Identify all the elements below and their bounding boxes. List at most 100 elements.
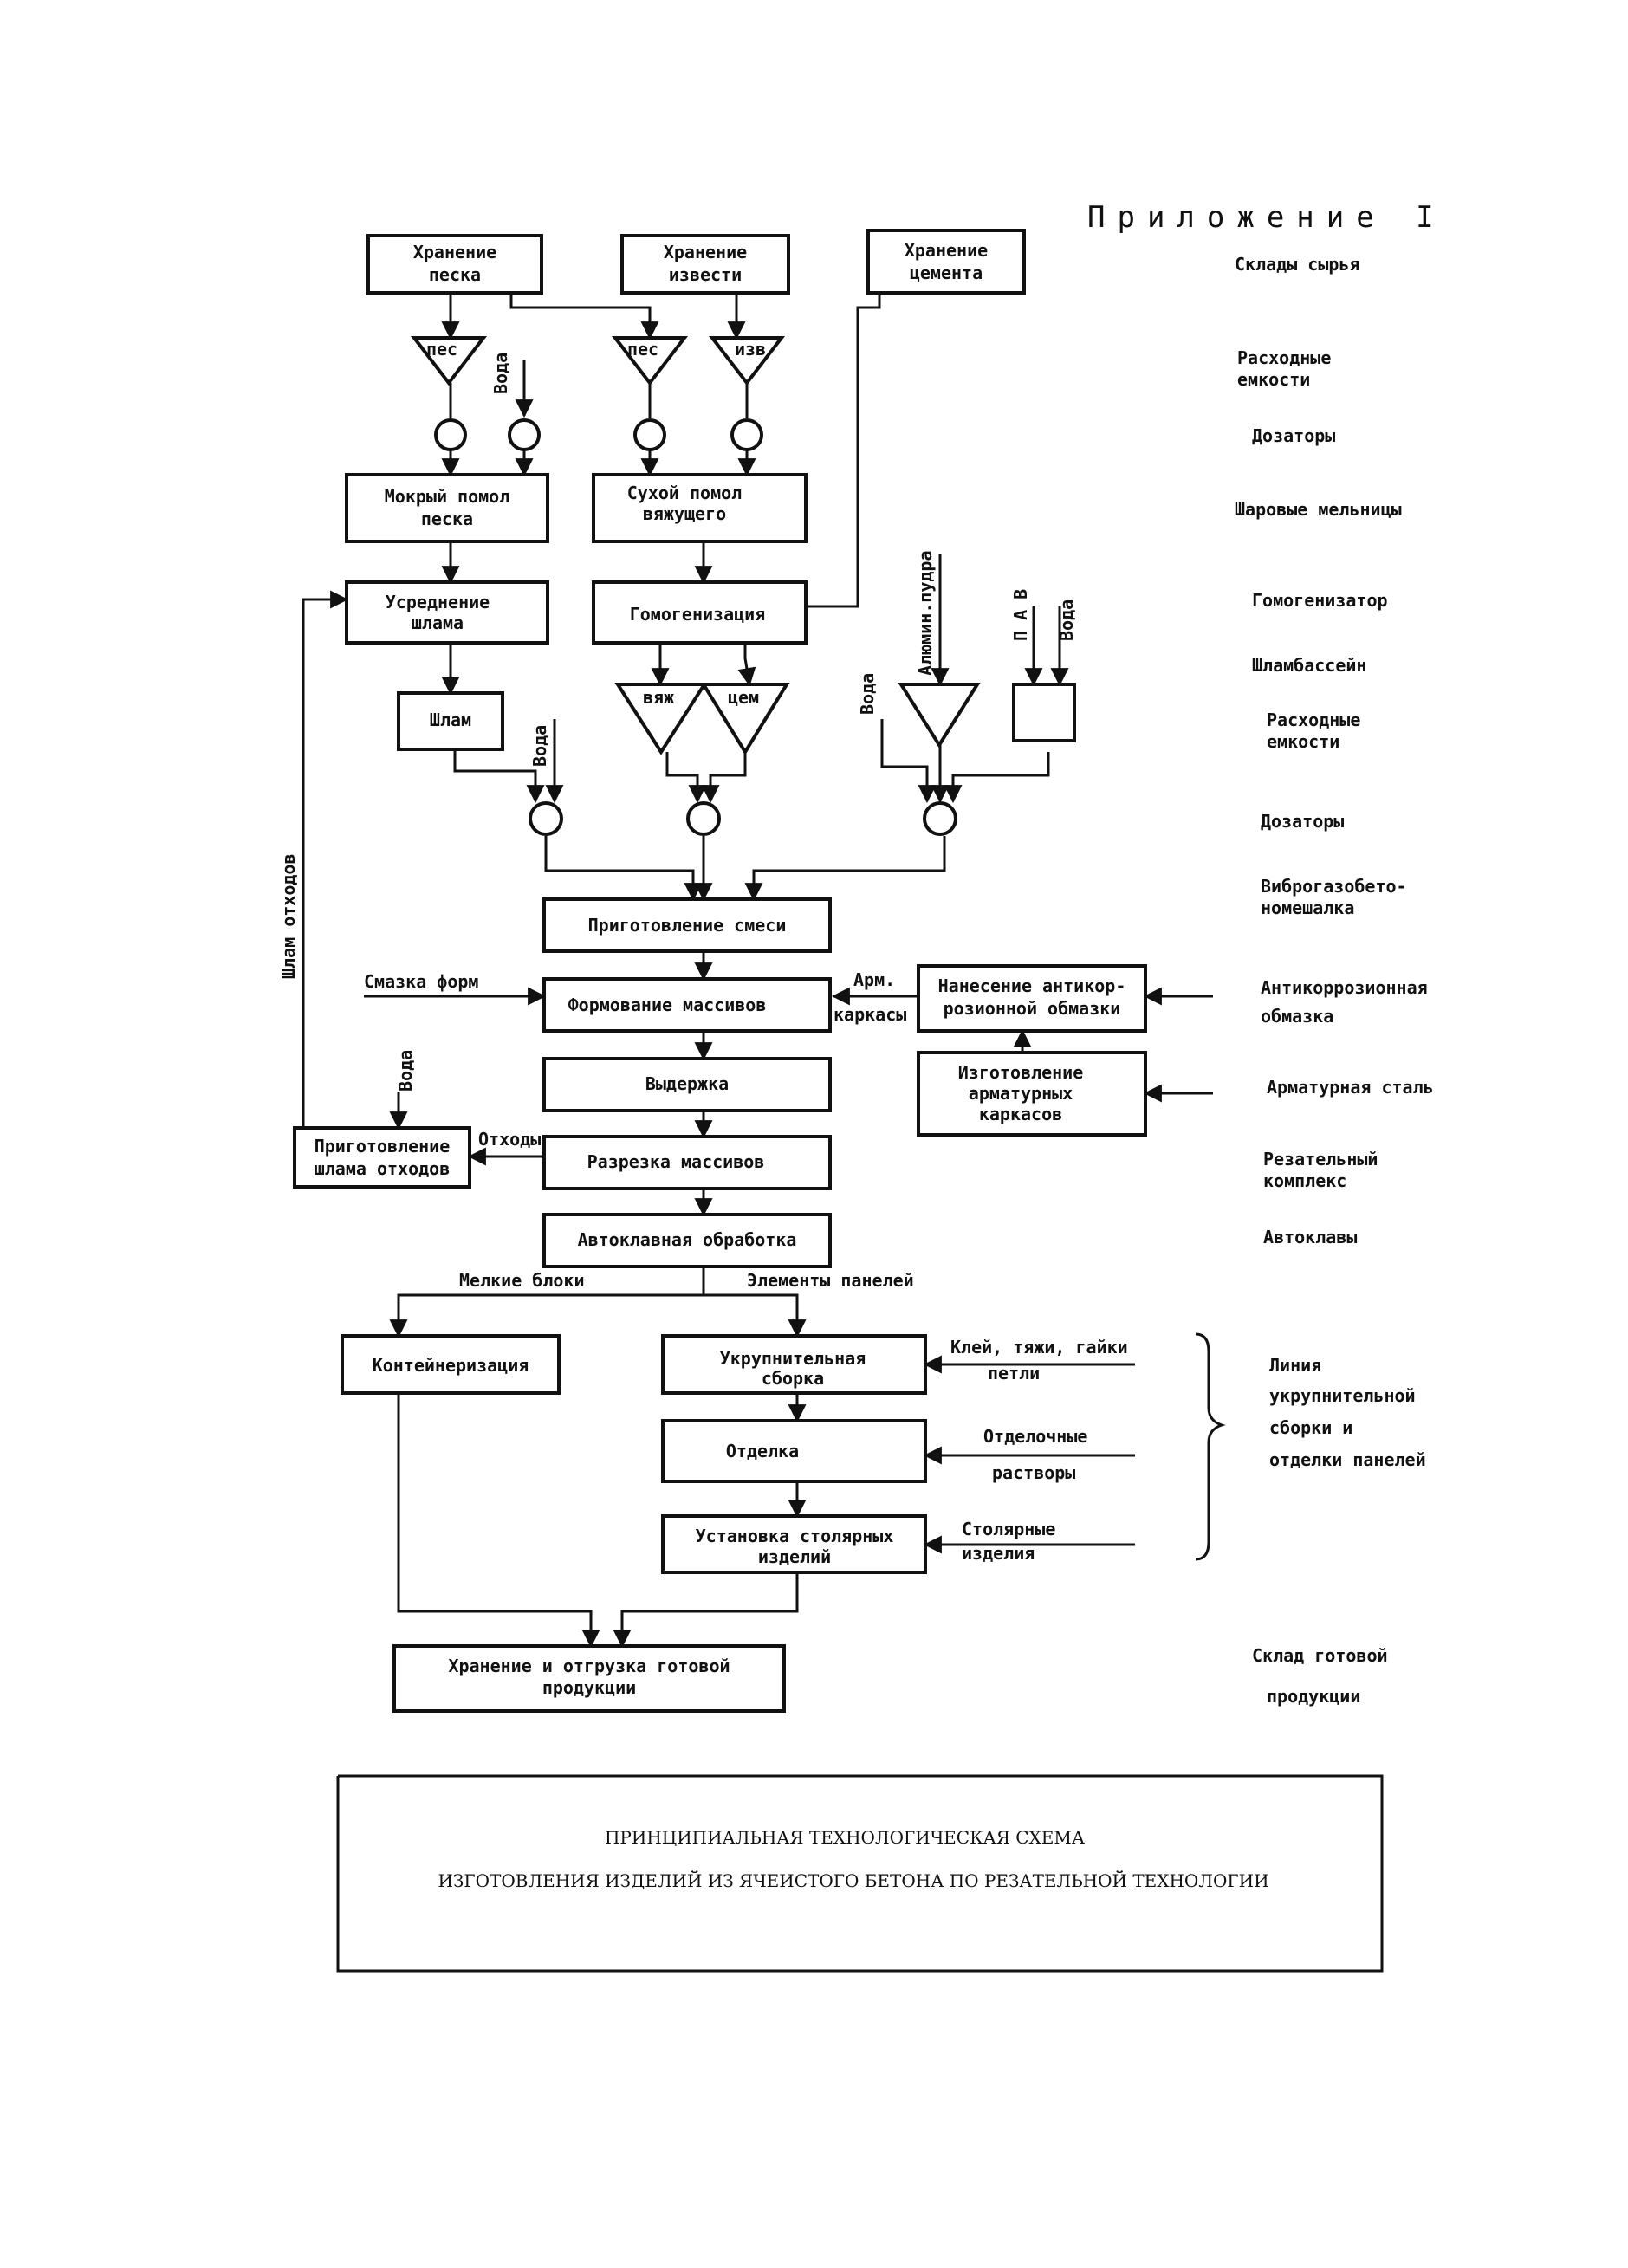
side-anticorrosion-b: обмазка bbox=[1261, 1006, 1333, 1027]
side-slurry-basins: Шламбассейн bbox=[1252, 655, 1366, 676]
side-anticorrosion-a: Антикоррозионная bbox=[1261, 977, 1428, 998]
containerization-box: Контейнеризация bbox=[341, 1334, 561, 1395]
side-ball-mills: Шаровые мельницы bbox=[1235, 499, 1402, 520]
water-label-2: Вода bbox=[529, 725, 550, 767]
rebar-cages-label-2: каркасы bbox=[833, 1004, 906, 1025]
side-assembly-line-2: укрупнительной bbox=[1269, 1385, 1416, 1406]
small-blocks-label: Мелкие блоки bbox=[459, 1270, 585, 1291]
lime-sand-hopper: пес bbox=[611, 336, 689, 386]
waste-slurry-label: Шлам отходов bbox=[278, 854, 299, 980]
anticorrosion-line1: Нанесение антикор- bbox=[938, 975, 1126, 996]
autoclave-line1: Автоклавная обработка bbox=[578, 1229, 797, 1250]
cement-storage-line2: цемента bbox=[910, 262, 983, 283]
slurry-averaging-line1: Усреднение bbox=[386, 592, 490, 612]
side-raw-storage: Склады сырья bbox=[1235, 254, 1360, 275]
slurry-averaging-box: Усреднение шлама bbox=[345, 580, 549, 645]
finishing-solutions-label-2: растворы bbox=[992, 1462, 1075, 1483]
cement-hopper: цем bbox=[700, 683, 790, 755]
rebar-cages-line3: каркасов bbox=[979, 1104, 1062, 1124]
mix-prep-line1: Приготовление смеси bbox=[588, 915, 787, 936]
cement-storage-line1: Хранение bbox=[905, 240, 988, 261]
side-finished-storage-b: продукции bbox=[1267, 1686, 1360, 1707]
joinery-install-line2: изделий bbox=[758, 1546, 831, 1567]
slurry-averaging-line2: шлама bbox=[412, 612, 464, 633]
doser-lime bbox=[730, 418, 763, 451]
aluminum-hopper bbox=[898, 683, 981, 748]
joinery-install-line1: Установка столярных bbox=[696, 1526, 894, 1546]
wet-grinding-line2: песка bbox=[421, 509, 473, 529]
glue-label-1: Клей, тяжи, гайки bbox=[950, 1337, 1128, 1358]
side-consumable-tanks-1b: емкости bbox=[1237, 369, 1310, 390]
waste-slurry-prep-line1: Приготовление bbox=[315, 1136, 451, 1157]
glue-label-2: петли bbox=[988, 1363, 1040, 1383]
waste-slurry-prep-box: Приготовление шлама отходов bbox=[293, 1126, 471, 1189]
storage-shipping-line1: Хранение и отгрузка готовой bbox=[448, 1656, 730, 1676]
waste-label: Отходы bbox=[478, 1129, 541, 1150]
wet-grinding-line1: Мокрый помол bbox=[385, 486, 510, 507]
mix-prep-box: Приготовление смеси bbox=[542, 897, 832, 953]
cement-storage-box: Хранение цемента bbox=[866, 229, 1026, 295]
finishing-solutions-label-1: Отделочные bbox=[983, 1426, 1087, 1447]
finishing-line1: Отделка bbox=[726, 1441, 799, 1461]
doser-slurry bbox=[529, 801, 563, 836]
containerization-line1: Контейнеризация bbox=[373, 1355, 529, 1376]
lime-sand-hopper-label: пес bbox=[627, 339, 658, 360]
lime-storage-line2: извести bbox=[669, 264, 742, 285]
storage-shipping-line2: продукции bbox=[542, 1677, 636, 1698]
doser-additives bbox=[923, 801, 957, 836]
homogenization-line1: Гомогенизация bbox=[630, 604, 766, 625]
side-rebar-steel: Арматурная сталь bbox=[1267, 1077, 1434, 1098]
side-dosers-1: Дозаторы bbox=[1252, 425, 1335, 446]
dry-grinding-line1: Сухой помол bbox=[627, 483, 742, 503]
waste-slurry-prep-line2: шлама отходов bbox=[315, 1158, 451, 1179]
side-assembly-line-3: сборки и bbox=[1269, 1417, 1352, 1438]
side-dosers-2: Дозаторы bbox=[1261, 811, 1344, 832]
doser-water-1 bbox=[508, 418, 541, 451]
lime-storage-box: Хранение извести bbox=[620, 234, 790, 295]
dry-grinding-box: Сухой помол вяжущего bbox=[592, 473, 808, 543]
doser-binder bbox=[686, 801, 721, 836]
slurry-line1: Шлам bbox=[430, 710, 471, 730]
saa-label: П А В bbox=[1010, 589, 1031, 641]
side-cutting-complex-b: комплекс bbox=[1263, 1170, 1346, 1191]
sand-hopper: пес bbox=[410, 336, 488, 386]
water-label-5: Вода bbox=[395, 1050, 416, 1092]
assembly-line1: Укрупнительная bbox=[720, 1348, 866, 1369]
sand-hopper-label: пес bbox=[426, 339, 457, 360]
sand-storage-line1: Хранение bbox=[413, 242, 496, 262]
anticorrosion-line2: розионной обмазки bbox=[944, 998, 1121, 1019]
water-label-4: Вода bbox=[1056, 599, 1077, 641]
sand-storage-line2: песка bbox=[429, 264, 481, 285]
appendix-title: Приложение I bbox=[1087, 200, 1446, 235]
caption-line1: ПРИНЦИПИАЛЬНАЯ ТЕХНОЛОГИЧЕСКАЯ СХЕМА bbox=[605, 1827, 1085, 1848]
side-consumable-tanks-2b: емкости bbox=[1267, 731, 1339, 752]
lime-storage-line1: Хранение bbox=[664, 242, 747, 262]
anticorrosion-box: Нанесение антикор- розионной обмазки bbox=[917, 964, 1147, 1033]
curing-box: Выдержка bbox=[542, 1057, 832, 1112]
homogenization-box: Гомогенизация bbox=[592, 580, 808, 645]
side-cutting-complex-a: Резательный bbox=[1263, 1149, 1378, 1170]
sand-storage-box: Хранение песка bbox=[366, 234, 543, 295]
side-assembly-line-1: Линия bbox=[1269, 1355, 1321, 1376]
mold-lubricant-label: Смазка форм bbox=[364, 971, 478, 992]
side-consumable-tanks-2a: Расходные bbox=[1267, 710, 1360, 730]
side-vibro-mixer-a: Виброгазобето- bbox=[1261, 876, 1407, 897]
curing-line1: Выдержка bbox=[645, 1073, 729, 1094]
binder-hopper-label: вяж bbox=[643, 687, 674, 708]
side-autoclaves: Автоклавы bbox=[1263, 1227, 1357, 1247]
water-label-3: Вода bbox=[857, 673, 878, 715]
saa-tank bbox=[1012, 683, 1076, 742]
doser-sand bbox=[434, 418, 467, 451]
side-assembly-line-4: отделки панелей bbox=[1269, 1449, 1426, 1470]
flow-edges bbox=[302, 293, 1226, 1649]
caption-line2: ИЗГОТОВЛЕНИЯ ИЗДЕЛИЙ ИЗ ЯЧЕИСТОГО БЕТОНА… bbox=[438, 1869, 1268, 1891]
caption-frame: ПРИНЦИПИАЛЬНАЯ ТЕХНОЛОГИЧЕСКАЯ СХЕМА ИЗГ… bbox=[336, 1774, 1384, 1973]
rebar-cages-box: Изготовление арматурных каркасов bbox=[917, 1051, 1147, 1137]
side-homogenizer: Гомогенизатор bbox=[1252, 590, 1388, 611]
cutting-box: Разрезка массивов bbox=[542, 1135, 832, 1190]
side-finished-storage-a: Склад готовой bbox=[1252, 1645, 1388, 1666]
autoclave-box: Автоклавная обработка bbox=[542, 1213, 832, 1268]
forming-line1: Формование массивов bbox=[568, 995, 767, 1015]
slurry-box: Шлам bbox=[397, 691, 504, 751]
